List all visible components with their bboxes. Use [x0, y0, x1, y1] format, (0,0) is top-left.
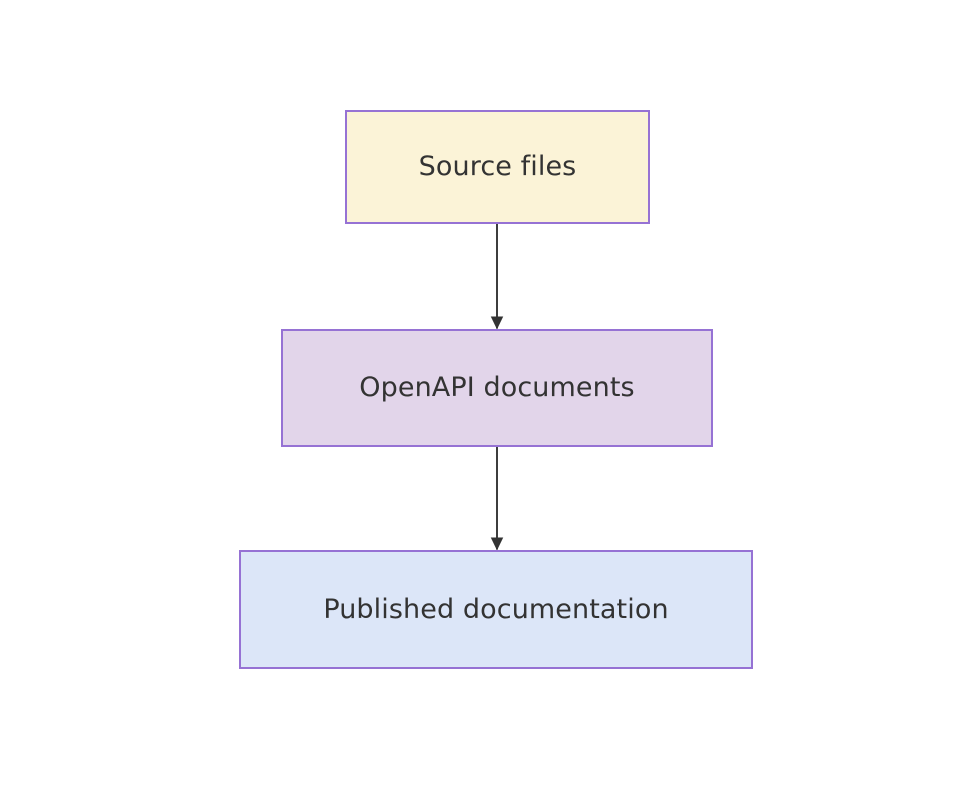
node-published-documentation[interactable]: Published documentation: [239, 550, 753, 669]
node-label-openapi-documents: OpenAPI documents: [359, 372, 635, 404]
node-label-published-documentation: Published documentation: [323, 593, 669, 625]
node-label-source-files: Source files: [418, 151, 577, 183]
node-source-files[interactable]: Source files: [345, 110, 650, 224]
node-openapi-documents[interactable]: OpenAPI documents: [281, 329, 713, 447]
